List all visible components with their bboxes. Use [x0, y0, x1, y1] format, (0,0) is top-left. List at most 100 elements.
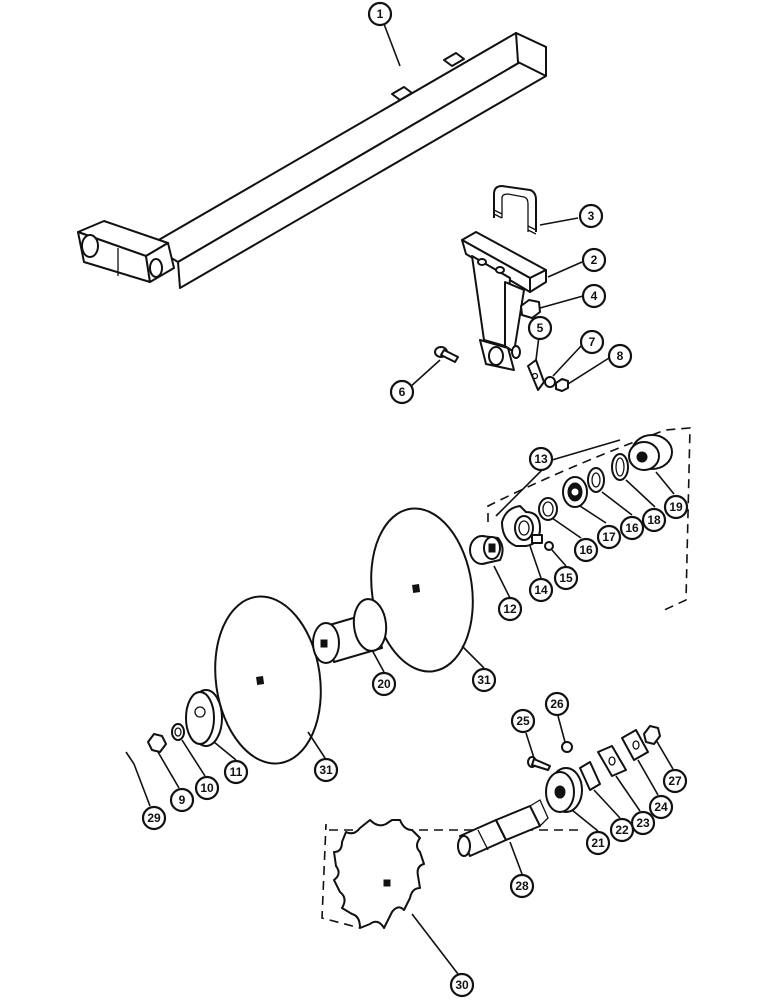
- callout-29: 29: [141, 805, 167, 831]
- callout-10: 10: [194, 775, 220, 801]
- callout-label: 21: [591, 836, 605, 850]
- callout-label: 27: [668, 774, 682, 788]
- bearing-housing: [501, 505, 543, 547]
- callout-label: 6: [399, 385, 406, 399]
- callout-12: 12: [497, 596, 523, 622]
- hanger-bracket: [461, 231, 547, 371]
- seal-ring: [587, 467, 605, 493]
- disc-blade-left: [214, 595, 322, 765]
- flange-nut: [643, 725, 661, 745]
- callout-label: 26: [550, 697, 564, 711]
- hex-nut: [555, 378, 569, 392]
- callout-label: 11: [230, 765, 243, 779]
- lock-washer: [171, 723, 185, 741]
- callout-20: 20: [371, 671, 397, 697]
- callout-27: 27: [662, 768, 688, 794]
- callout-label: 14: [534, 583, 548, 597]
- callout-label: 28: [515, 879, 529, 893]
- callout-label: 12: [503, 602, 517, 616]
- hex-bolt: [527, 756, 551, 771]
- callout-19: 19: [663, 494, 689, 520]
- callout-label: 19: [669, 500, 683, 514]
- callout-31: 31: [471, 667, 497, 693]
- callout-11: 11: [223, 759, 249, 785]
- callout-label: 18: [647, 513, 661, 527]
- disc-blade-right: [370, 507, 474, 673]
- callout-label: 29: [147, 811, 161, 825]
- end-washer: [185, 689, 223, 747]
- notched-disc: [333, 819, 425, 929]
- callout-label: 3: [588, 209, 595, 223]
- castle-nut: [147, 733, 167, 753]
- scraper-clamp: [597, 745, 627, 777]
- ball-bearing: [562, 476, 588, 508]
- callout-label: 16: [579, 543, 593, 557]
- callout-6: 6: [389, 379, 415, 405]
- frame-tube: [77, 32, 547, 289]
- bracket-plate: [579, 761, 601, 791]
- u-bolt: [493, 185, 537, 235]
- cotter-pin: [125, 751, 135, 765]
- hex-axle: [457, 799, 549, 857]
- callout-4: 4: [581, 283, 607, 309]
- callout-label: 31: [477, 673, 491, 687]
- clamp-plate: [527, 359, 545, 391]
- callout-23: 23: [630, 810, 656, 836]
- callout-label: 15: [559, 571, 573, 585]
- callout-label: 5: [537, 321, 544, 335]
- callout-8: 8: [607, 343, 633, 369]
- callout-label: 7: [589, 335, 596, 349]
- callout-1: 1: [367, 1, 393, 27]
- callout-30: 30: [449, 972, 475, 998]
- callout-label: 23: [636, 816, 650, 830]
- callout-17: 17: [596, 524, 622, 550]
- callout-label: 17: [602, 530, 616, 544]
- callout-24: 24: [648, 794, 674, 820]
- carriage-bolt: [434, 346, 459, 363]
- spacer-spool: [312, 598, 388, 664]
- hub-spindle: [469, 535, 504, 565]
- seal-ring-inner: [538, 497, 558, 521]
- callout-2: 2: [581, 247, 607, 273]
- small-nut: [561, 741, 573, 753]
- lock-nut: [520, 299, 541, 319]
- scraper-hub: [545, 767, 583, 813]
- callout-15: 15: [553, 565, 579, 591]
- callout-9: 9: [169, 787, 195, 813]
- callout-label: 10: [200, 781, 214, 795]
- callout-3: 3: [578, 203, 604, 229]
- callout-16: 16: [619, 515, 645, 541]
- callout-label: 24: [654, 800, 668, 814]
- bearing-assembly-outline: [487, 427, 691, 613]
- callout-label: 1: [377, 7, 384, 21]
- callout-label: 25: [516, 714, 530, 728]
- callout-14: 14: [528, 577, 554, 603]
- washer: [544, 376, 556, 388]
- snap-ring: [611, 453, 629, 481]
- grease-fitting: [544, 541, 554, 551]
- callout-5: 5: [527, 315, 553, 341]
- scraper-clip: [621, 729, 649, 761]
- callout-31: 31: [313, 757, 339, 783]
- callout-28: 28: [509, 873, 535, 899]
- callout-label: 2: [591, 253, 598, 267]
- callout-13: 13: [528, 446, 554, 472]
- bearing-cap: [628, 434, 673, 471]
- callout-label: 16: [625, 521, 639, 535]
- callout-label: 13: [534, 452, 548, 466]
- callout-7: 7: [579, 329, 605, 355]
- callout-label: 9: [179, 793, 186, 807]
- callout-label: 4: [591, 289, 598, 303]
- callout-26: 26: [544, 691, 570, 717]
- callout-label: 31: [319, 763, 333, 777]
- callout-22: 22: [609, 817, 635, 843]
- callout-18: 18: [641, 507, 667, 533]
- callout-label: 22: [615, 823, 629, 837]
- callout-16: 16: [573, 537, 599, 563]
- leader-lines: [133, 23, 675, 975]
- callout-label: 30: [455, 978, 469, 992]
- callout-25: 25: [510, 708, 536, 734]
- callout-label: 8: [617, 349, 624, 363]
- callout-label: 20: [377, 677, 391, 691]
